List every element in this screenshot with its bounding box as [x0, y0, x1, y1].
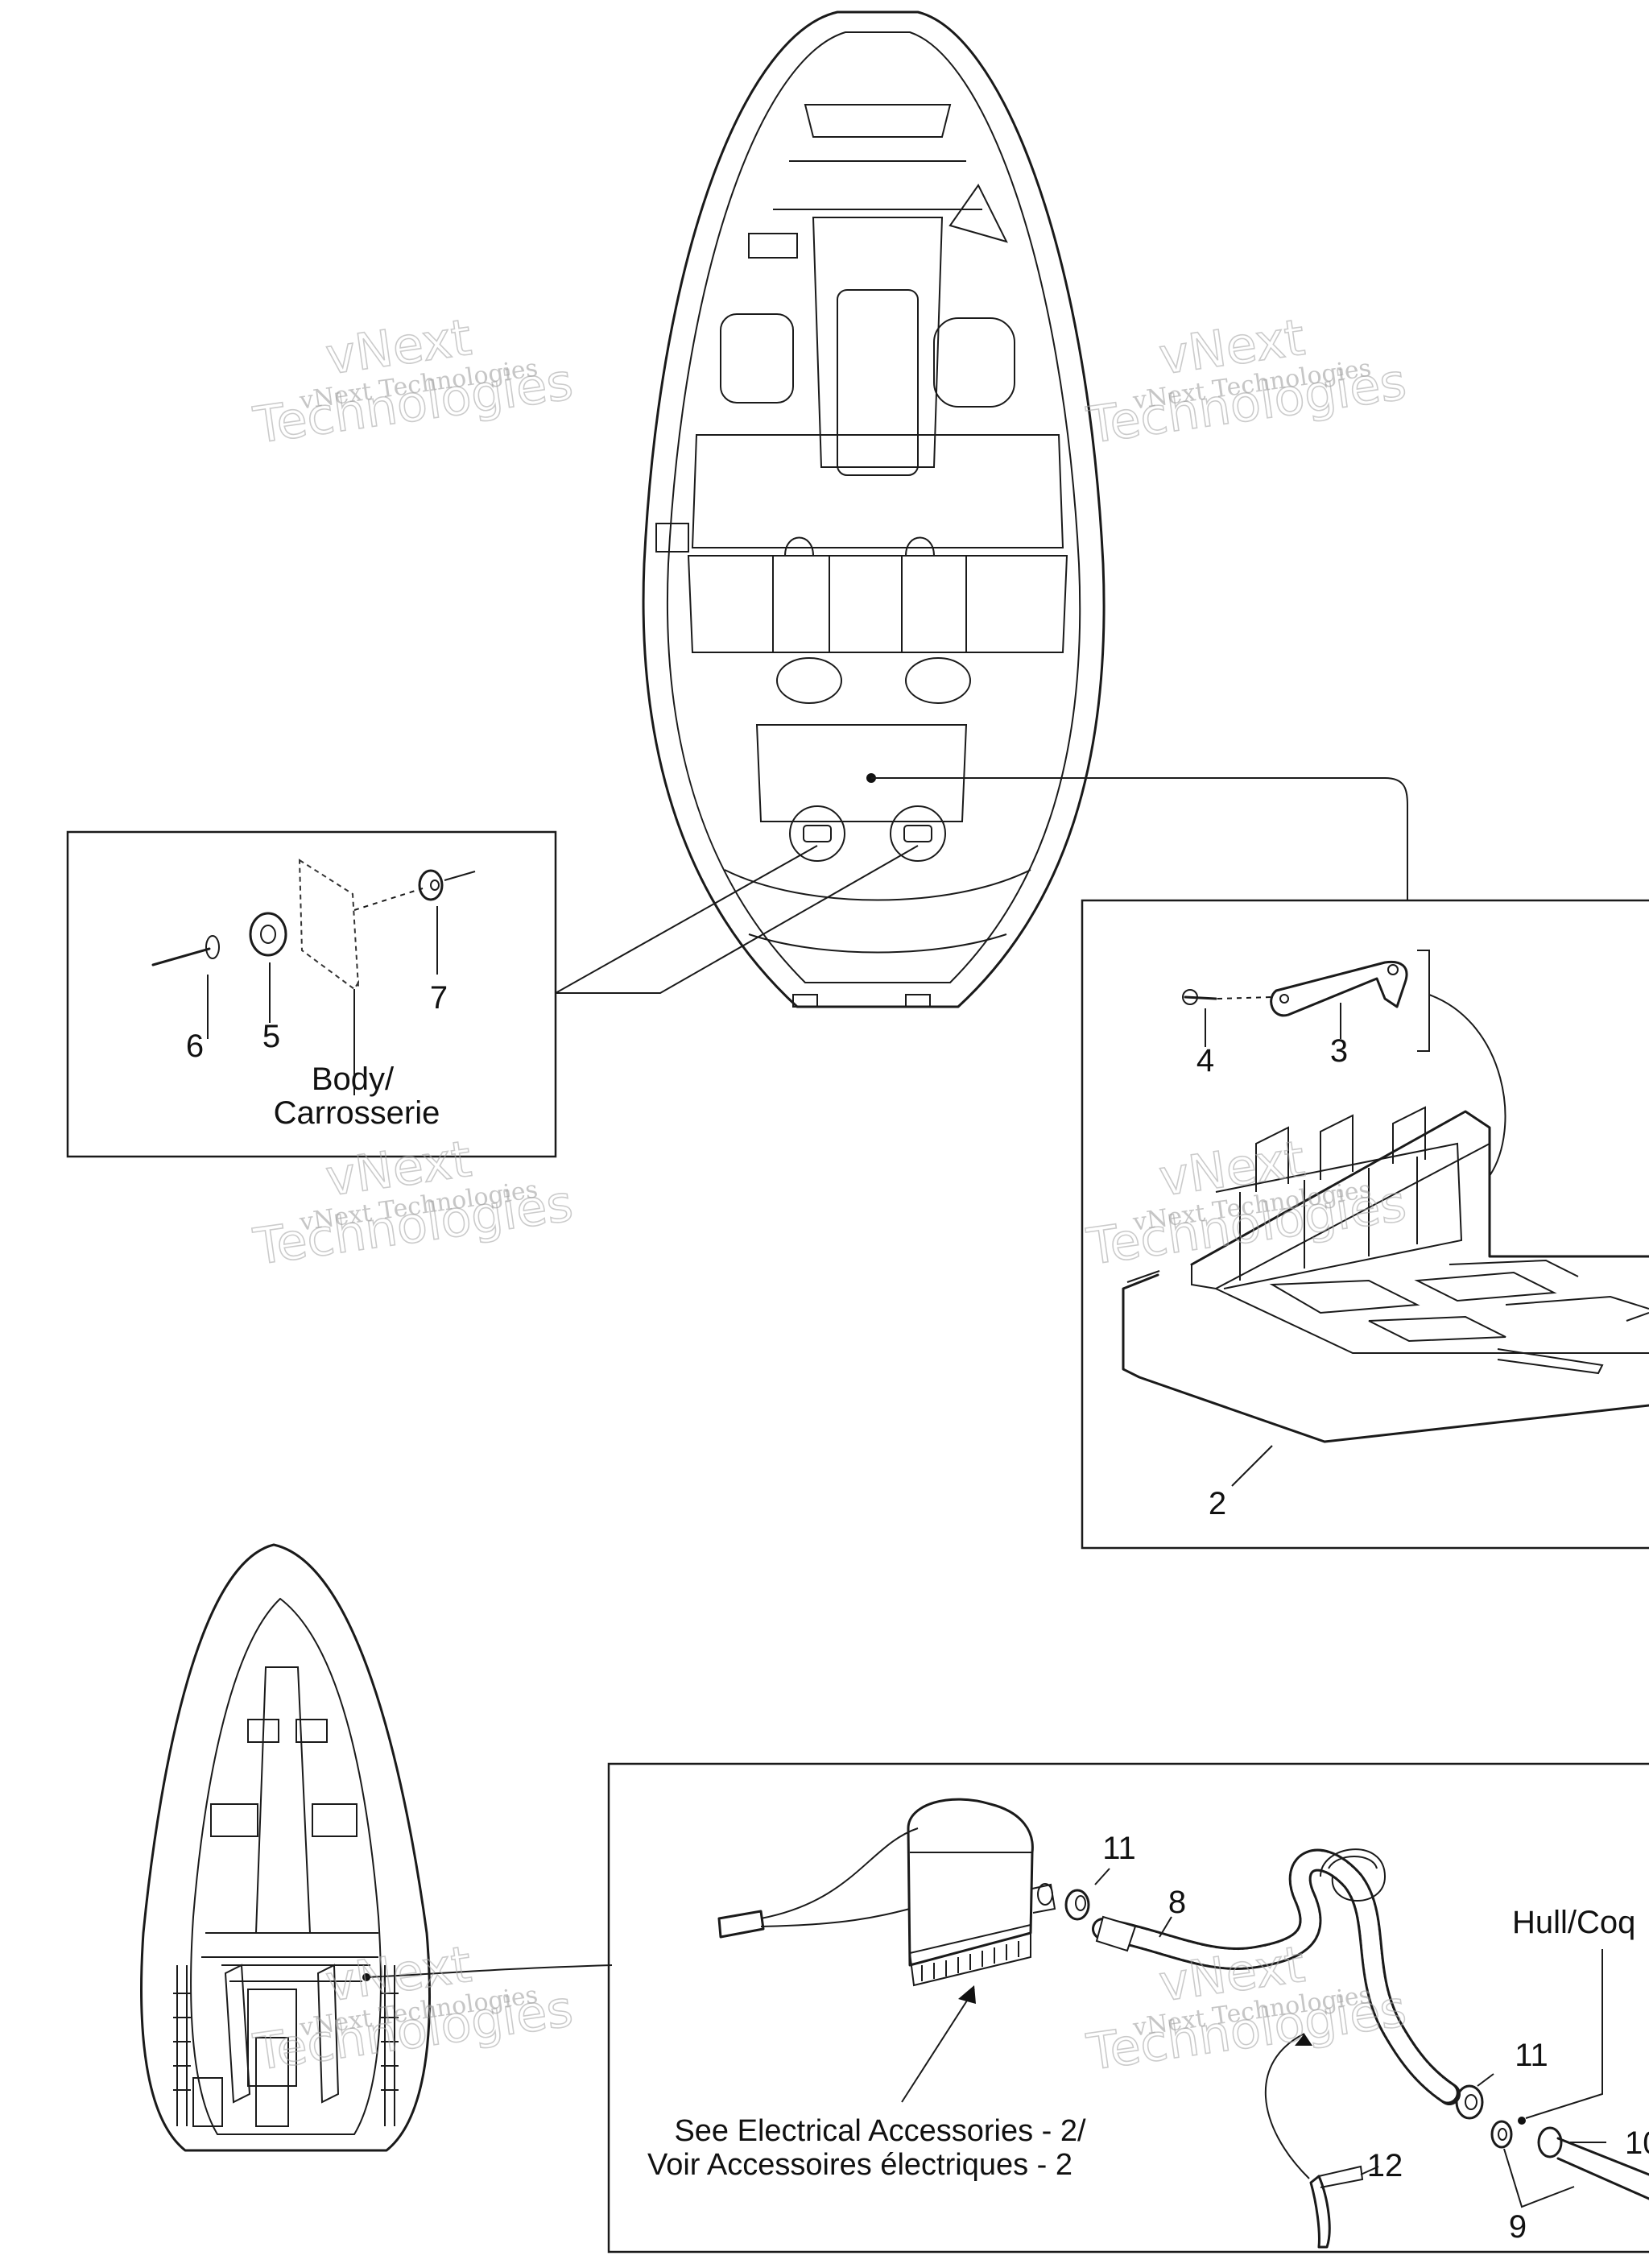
callout-11-lower: 11: [1515, 2038, 1548, 2073]
watercraft-hull-view: [140, 1543, 431, 2152]
see-electrical-line2: Voir Accessoires électriques - 2: [647, 2148, 1072, 2182]
callout-2: 2: [1209, 1486, 1226, 1521]
callout-6: 6: [186, 1028, 204, 1064]
body-label-line2: Carrosserie: [274, 1095, 440, 1131]
callout-4: 4: [1196, 1043, 1214, 1078]
storage-bin-inset: [1081, 899, 1649, 1550]
watermark-5: vNext Technologies vNext Technologies: [249, 1934, 577, 2082]
leader-hatch-to-bin: [871, 777, 1408, 900]
watermark-6: vNext Technologies vNext Technologies: [1082, 1934, 1410, 2082]
callout-10: 10: [1625, 2125, 1649, 2161]
hull-label: Hull/Coq: [1512, 1905, 1635, 1940]
body-label-line1: Body/: [312, 1062, 395, 1097]
watermark-3: vNext Technologies vNext Technologies: [249, 1128, 577, 1277]
leader-drain-to-inset: [555, 845, 919, 994]
drain-plug-inset: [66, 830, 557, 1158]
callout-3: 3: [1330, 1033, 1348, 1069]
callout-5: 5: [262, 1019, 280, 1054]
callout-12: 12: [1367, 2148, 1403, 2183]
callout-7: 7: [430, 980, 448, 1016]
bilge-pump-inset: [607, 1762, 1649, 2254]
callout-11-upper: 11: [1102, 1831, 1136, 1866]
see-electrical-line1: See Electrical Accessories - 2/: [674, 2114, 1086, 2148]
watercraft-top-view: [642, 10, 1106, 1008]
watermark-1: vNext Technologies vNext Technologies: [249, 307, 577, 455]
watermark-4: vNext Technologies vNext Technologies: [1082, 1128, 1410, 1277]
watermark-2: vNext Technologies vNext Technologies: [1082, 307, 1410, 455]
callout-9: 9: [1509, 2209, 1527, 2245]
leader-pump-to-inset: [366, 1964, 613, 1978]
callout-8: 8: [1168, 1885, 1186, 1920]
